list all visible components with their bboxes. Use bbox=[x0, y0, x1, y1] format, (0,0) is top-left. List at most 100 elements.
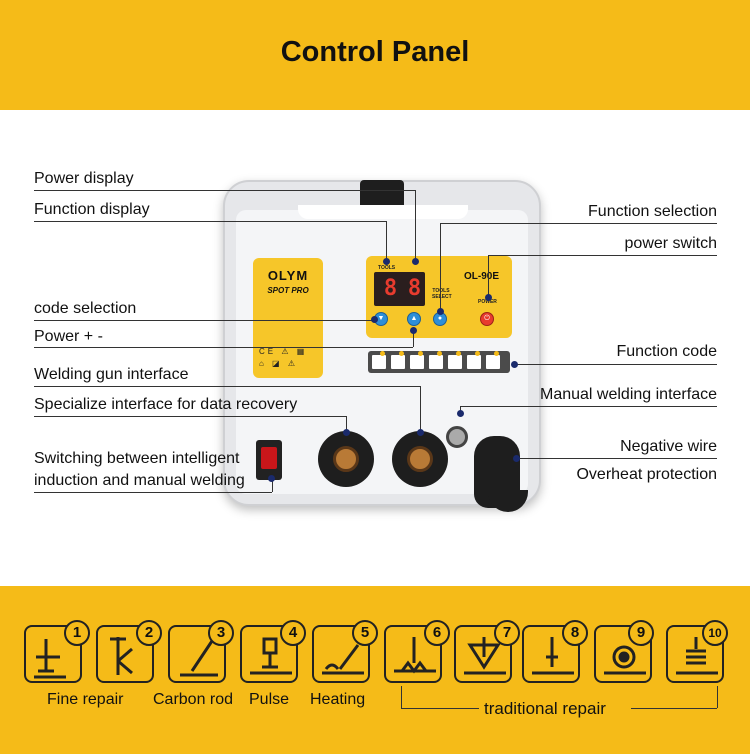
function-badge-1: 1 bbox=[64, 620, 90, 646]
pointer-dot bbox=[371, 316, 378, 323]
cable-tail bbox=[488, 490, 528, 512]
caption-pulse: Pulse bbox=[249, 691, 290, 708]
brand-subtitle: SPOT PRO bbox=[267, 286, 309, 295]
leader-line bbox=[34, 190, 415, 191]
brand-card: OLYM SPOT PRO CE ⚠ ▦ ⌂ ◪ ⚠ bbox=[253, 258, 323, 378]
code-cell-6 bbox=[467, 355, 481, 369]
socket-ring bbox=[407, 446, 433, 472]
welding-gun-socket bbox=[392, 431, 448, 487]
callout-negative-wire: Negative wire bbox=[620, 438, 717, 455]
bracket-right bbox=[717, 686, 718, 708]
pointer-dot bbox=[511, 361, 518, 368]
function-badge-10: 10 bbox=[702, 620, 728, 646]
pointer-dot bbox=[410, 327, 417, 334]
pointer-dot bbox=[485, 294, 492, 301]
caption-traditional-repair: traditional repair bbox=[484, 699, 606, 718]
code-cell-3 bbox=[410, 355, 424, 369]
function-badge-2: 2 bbox=[136, 620, 162, 646]
function-tile-10 bbox=[666, 625, 724, 683]
leader-line bbox=[516, 458, 717, 459]
carbon-rod-icon bbox=[180, 640, 218, 677]
code-cell-4 bbox=[429, 355, 443, 369]
pointer-dot bbox=[412, 258, 419, 265]
callout-welding-gun-interface: Welding gun interface bbox=[34, 366, 189, 383]
function-badge-9: 9 bbox=[628, 620, 654, 646]
manual-welding-port bbox=[446, 426, 468, 448]
code-led bbox=[456, 351, 461, 356]
leader-line bbox=[346, 416, 347, 432]
leader-line bbox=[386, 221, 387, 262]
data-recovery-socket bbox=[318, 431, 374, 487]
leader-line bbox=[488, 255, 717, 256]
panel-top-recess bbox=[298, 205, 468, 219]
code-led bbox=[437, 351, 442, 356]
callout-power-display: Power display bbox=[34, 170, 134, 187]
model-label: OL-90E bbox=[464, 271, 500, 282]
coil-weld-icon bbox=[676, 637, 718, 675]
header-band bbox=[0, 0, 750, 110]
fine-repair-hook-icon bbox=[110, 637, 133, 675]
bracket-line bbox=[401, 708, 479, 709]
code-cell-2 bbox=[391, 355, 405, 369]
callout-function-code: Function code bbox=[616, 343, 717, 360]
callout-mode-switch-line1: Switching between intelligent bbox=[34, 450, 240, 467]
leader-line bbox=[272, 479, 273, 492]
leader-line bbox=[440, 223, 717, 224]
pointer-dot bbox=[417, 429, 424, 436]
leader-line bbox=[413, 330, 414, 347]
callout-function-selection: Function selection bbox=[588, 203, 717, 220]
callout-code-selection: code selection bbox=[34, 300, 137, 317]
code-cell-5 bbox=[448, 355, 462, 369]
leader-line bbox=[34, 320, 374, 321]
leader-line bbox=[440, 223, 441, 311]
callout-power-plus-minus: Power + - bbox=[34, 328, 103, 345]
leader-line bbox=[420, 386, 421, 432]
leader-line bbox=[34, 492, 272, 493]
code-cell-7 bbox=[486, 355, 500, 369]
function-badge-4: 4 bbox=[280, 620, 306, 646]
leader-line bbox=[460, 406, 717, 407]
caption-fine-repair: Fine repair bbox=[47, 691, 124, 708]
leader-line bbox=[34, 221, 386, 222]
function-tile-6 bbox=[384, 625, 442, 683]
power-display: 8 bbox=[405, 272, 425, 306]
callout-manual-welding-interface: Manual welding interface bbox=[540, 386, 717, 403]
caption-heating: Heating bbox=[310, 691, 366, 708]
code-up-button[interactable]: ▲ bbox=[407, 312, 421, 326]
function-badge-5: 5 bbox=[352, 620, 378, 646]
pointer-dot bbox=[343, 429, 350, 436]
code-led bbox=[494, 351, 499, 356]
leader-line bbox=[34, 416, 346, 417]
leader-line bbox=[34, 386, 420, 387]
function-display: 8 bbox=[374, 272, 408, 306]
pointer-dot bbox=[513, 455, 520, 462]
leader-line bbox=[415, 190, 416, 262]
code-led bbox=[399, 351, 404, 356]
leader-line bbox=[34, 347, 413, 348]
tools-select-label: TOOLS SELECT bbox=[432, 288, 452, 300]
socket-ring bbox=[333, 446, 359, 472]
washer-weld-icon bbox=[604, 645, 646, 675]
triangle-weld-icon bbox=[464, 637, 506, 675]
code-led bbox=[475, 351, 480, 356]
brand-logo: OLYM bbox=[267, 268, 309, 283]
function-badge-7: 7 bbox=[494, 620, 520, 646]
leader-line bbox=[514, 364, 717, 365]
function-badge-6: 6 bbox=[424, 620, 450, 646]
bracket-line bbox=[631, 708, 717, 709]
code-led bbox=[418, 351, 423, 356]
code-cell-1 bbox=[372, 355, 386, 369]
mode-rocker-switch[interactable] bbox=[256, 440, 282, 480]
bracket-left bbox=[401, 686, 402, 708]
pointer-dot bbox=[268, 475, 275, 482]
function-badge-8: 8 bbox=[562, 620, 588, 646]
stud-weld-icon bbox=[532, 637, 574, 675]
pointer-dot bbox=[437, 308, 444, 315]
pulse-icon bbox=[250, 637, 292, 675]
power-switch-button[interactable]: ⏻ bbox=[480, 312, 494, 326]
page-title: Control Panel bbox=[280, 36, 470, 68]
code-led bbox=[380, 351, 385, 356]
leader-line bbox=[488, 255, 489, 297]
caption-carbon-rod: Carbon rod bbox=[153, 691, 234, 708]
pointer-dot bbox=[383, 258, 390, 265]
